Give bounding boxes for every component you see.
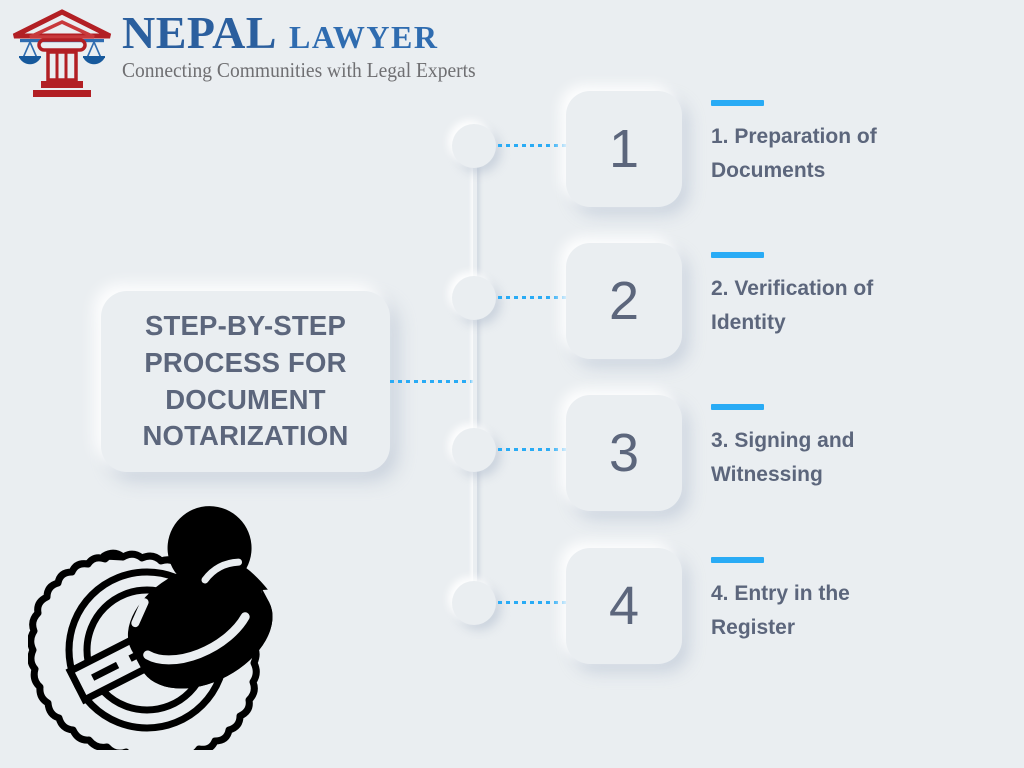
timeline-node-4 xyxy=(452,581,496,625)
step-number-1: 1 xyxy=(608,119,640,179)
step-number-card-2: 2 xyxy=(566,243,682,359)
logo-wordmark: NEPAL LAWYER xyxy=(122,10,438,56)
step-number-3: 3 xyxy=(608,423,640,483)
step-label-block-3: 3. Signing and Witnessing xyxy=(711,404,1011,492)
step-label-2: 2. Verification of Identity xyxy=(711,277,874,335)
connector-node-to-card-2 xyxy=(498,296,566,299)
step-number-card-4: 4 xyxy=(566,548,682,664)
step-row-1: 1 1. Preparation of Documents xyxy=(0,91,1024,216)
step-row-2: 2 2. Verification of Identity xyxy=(0,243,1024,368)
step-row-4: 4 4. Entry in the Register xyxy=(0,548,1024,673)
step-label-block-2: 2. Verification of Identity xyxy=(711,252,1011,340)
logo-word-nepal: NEPAL xyxy=(122,7,277,58)
logo-text-block: NEPAL LAWYER Connecting Communities with… xyxy=(122,6,502,82)
accent-bar-4 xyxy=(711,557,764,563)
step-row-3: 3 3. Signing and Witnessing xyxy=(0,395,1024,520)
page-title: STEP-BY-STEP PROCESS FOR DOCUMENT NOTARI… xyxy=(142,310,349,452)
logo-word-lawyer: LAWYER xyxy=(289,19,439,55)
timeline-node-3 xyxy=(452,428,496,472)
scales-of-justice-courthouse-icon xyxy=(8,6,116,102)
accent-bar-1 xyxy=(711,100,764,106)
step-label-3: 3. Signing and Witnessing xyxy=(711,429,855,487)
step-label-1: 1. Preparation of Documents xyxy=(711,125,877,183)
timeline-node-2 xyxy=(452,276,496,320)
notary-rubber-stamp-and-seal-icon xyxy=(27,498,290,763)
step-number-4: 4 xyxy=(608,576,640,636)
accent-bar-3 xyxy=(711,404,764,410)
step-label-4: 4. Entry in the Register xyxy=(711,582,850,640)
step-number-2: 2 xyxy=(608,271,640,331)
step-number-card-1: 1 xyxy=(566,91,682,207)
connector-title-to-timeline xyxy=(390,380,476,383)
step-label-block-1: 1. Preparation of Documents xyxy=(711,100,1011,188)
timeline-spine xyxy=(473,155,477,613)
page-title-card: STEP-BY-STEP PROCESS FOR DOCUMENT NOTARI… xyxy=(101,291,390,472)
logo-tagline: Connecting Communities with Legal Expert… xyxy=(122,58,476,82)
step-label-block-4: 4. Entry in the Register xyxy=(711,557,1011,645)
connector-node-to-card-3 xyxy=(498,448,566,451)
connector-node-to-card-4 xyxy=(498,601,566,604)
brand-logo: NEPAL LAWYER Connecting Communities with… xyxy=(8,6,478,106)
step-number-card-3: 3 xyxy=(566,395,682,511)
connector-node-to-card-1 xyxy=(498,144,566,147)
accent-bar-2 xyxy=(711,252,764,258)
timeline-node-1 xyxy=(452,124,496,168)
